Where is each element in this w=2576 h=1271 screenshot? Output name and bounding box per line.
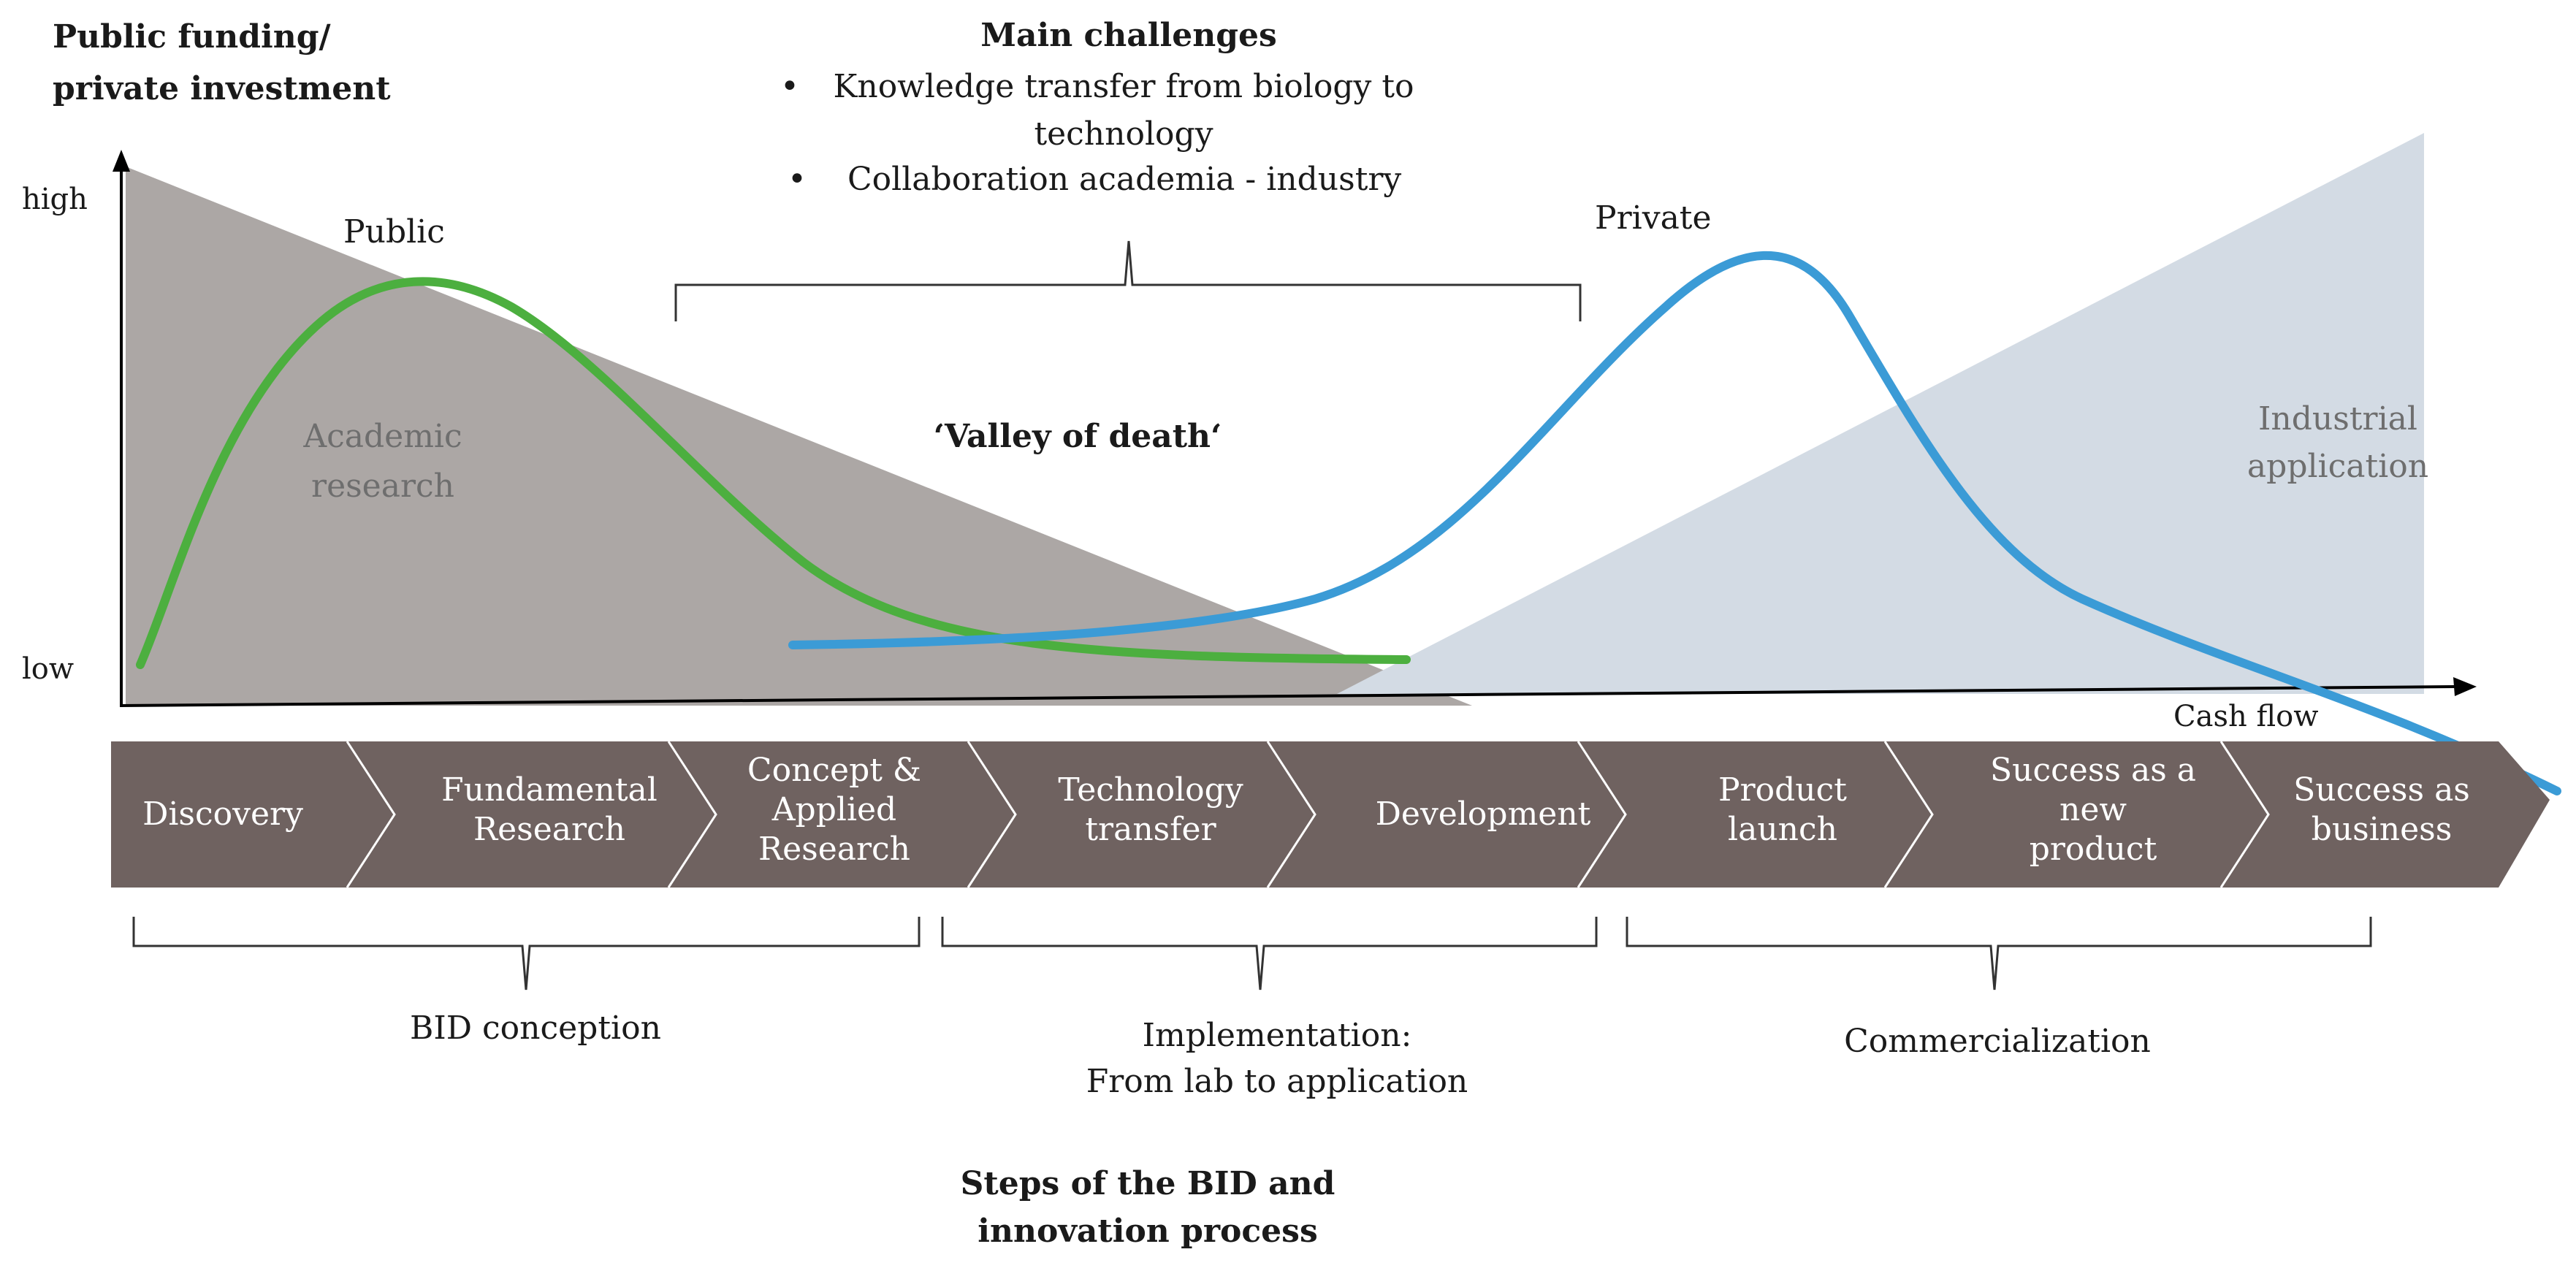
phase-implementation-line1: Implementation: — [1142, 1017, 1412, 1054]
private-label: Private — [1595, 199, 1712, 237]
divider-4 — [1266, 741, 1316, 888]
divider-1 — [346, 741, 396, 888]
phase-implementation-line2: From lab to application — [1086, 1063, 1468, 1100]
challenge-bullet-1: • — [780, 68, 799, 105]
step-label: Research — [758, 831, 911, 868]
y-axis-title-line1: Public funding/ — [53, 18, 331, 56]
x-axis-label: Cash flow — [2173, 700, 2319, 733]
x-axis — [119, 685, 2455, 707]
step-discovery: Discovery — [142, 795, 303, 834]
step-label: Technology — [1058, 771, 1243, 809]
y-axis-high-label: high — [22, 183, 88, 216]
step-success-business: Success as business — [2293, 771, 2470, 850]
private-curve — [788, 251, 2561, 795]
step-label: Development — [1375, 795, 1591, 833]
step-label: Success as a — [1990, 752, 2196, 789]
y-axis-title-line2: private investment — [53, 70, 391, 107]
process-bar — [111, 741, 2550, 888]
step-label: transfer — [1085, 811, 1216, 848]
phase-bid-conception: BID conception — [410, 1009, 661, 1047]
footer-title-line1: Steps of the BID and — [960, 1165, 1335, 1202]
step-development: Development — [1376, 795, 1591, 834]
industrial-application-label-line2: application — [2247, 448, 2429, 485]
public-label: Public — [343, 213, 445, 251]
industrial-application-region — [1337, 133, 2424, 694]
step-label: Applied — [771, 791, 897, 828]
footer-title-line2: innovation process — [978, 1213, 1318, 1250]
academic-research-label-line2: research — [311, 467, 454, 505]
step-label: Success as — [2293, 771, 2470, 809]
conception-brace — [132, 917, 921, 991]
step-label: Concept & — [747, 752, 922, 789]
step-label: Research — [473, 811, 626, 848]
challenges-brace — [674, 240, 1582, 321]
process-dividers — [346, 741, 2270, 888]
challenge-item-1-line1: Knowledge transfer from biology to — [833, 68, 1414, 105]
academic-research-label-line1: Academic — [303, 418, 462, 455]
y-axis-arrow-icon — [113, 150, 130, 172]
y-axis-low-label: low — [22, 652, 75, 686]
step-label: launch — [1728, 811, 1837, 848]
step-label: product — [2029, 831, 2157, 868]
challenges-title: Main challenges — [980, 17, 1277, 54]
step-success-new-product: Success as a new product — [1990, 751, 2196, 869]
challenge-item-2: Collaboration academia - industry — [847, 161, 1402, 198]
x-axis-arrow-icon — [2453, 677, 2477, 696]
divider-2 — [667, 741, 717, 888]
implementation-brace — [941, 917, 1598, 991]
step-product-launch: Product launch — [1718, 771, 1847, 850]
industrial-application-label-line1: Industrial — [2258, 400, 2417, 438]
step-technology-transfer: Technology transfer — [1058, 771, 1243, 850]
commercialization-brace — [1626, 917, 2372, 991]
valley-of-death-label: ‘Valley of death‘ — [933, 418, 1222, 455]
step-label: Product — [1718, 771, 1847, 809]
step-label: business — [2311, 811, 2453, 848]
divider-5 — [1577, 741, 1627, 888]
divider-3 — [967, 741, 1017, 888]
academic-research-region — [126, 167, 1472, 706]
step-fundamental-research: Fundamental Research — [441, 771, 658, 850]
divider-7 — [2219, 741, 2270, 888]
phase-commercialization: Commercialization — [1844, 1023, 2151, 1060]
step-concept-applied-research: Concept & Applied Research — [747, 751, 921, 869]
step-label: Fundamental — [441, 771, 658, 809]
step-label: new — [2059, 791, 2127, 828]
divider-6 — [1883, 741, 1934, 888]
challenge-item-1-line2: technology — [1034, 115, 1213, 153]
challenge-bullet-2: • — [788, 161, 807, 198]
step-label: Discovery — [142, 795, 303, 833]
